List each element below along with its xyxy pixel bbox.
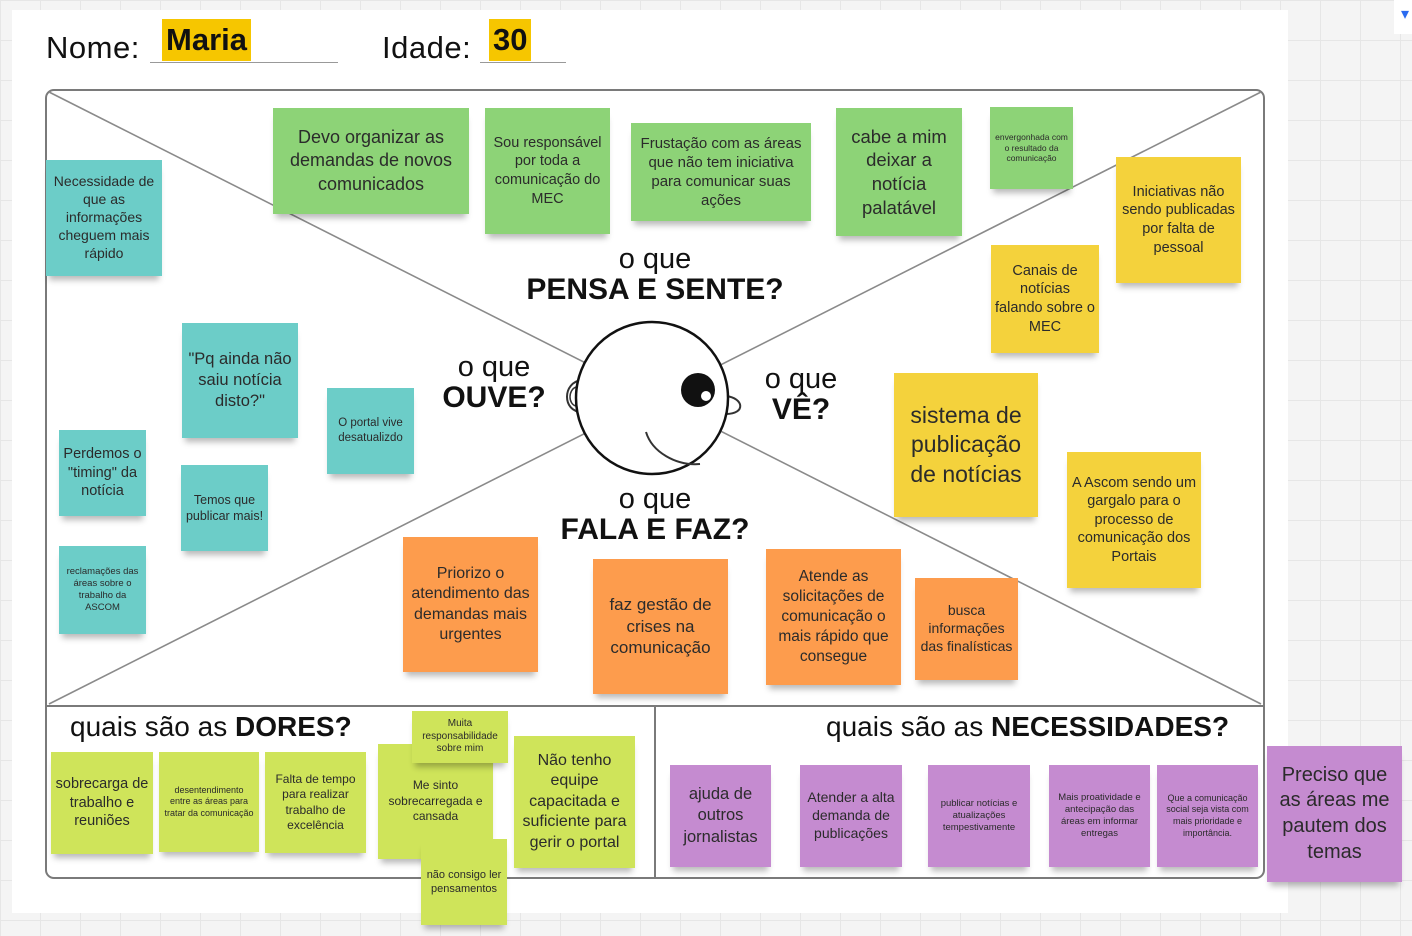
name-value[interactable]: Maria: [162, 19, 251, 61]
sticky-note[interactable]: Atende as solicitações de comunicação o …: [766, 549, 901, 685]
sticky-note[interactable]: A Ascom sendo um gargalo para o processo…: [1067, 452, 1201, 588]
section-pains-prefix: quais são as: [70, 711, 235, 742]
section-needs-title: quais são as NECESSIDADES?: [826, 711, 1229, 743]
sticky-note[interactable]: Não tenho equipe capacitada e suficiente…: [514, 736, 635, 868]
sticky-note[interactable]: Que a comunicação social seja vista com …: [1157, 765, 1258, 867]
sticky-note[interactable]: Preciso que as áreas me pautem dos temas: [1267, 746, 1402, 882]
sticky-note[interactable]: Mais proatividade e antecipação das área…: [1049, 765, 1150, 867]
section-pains-bold: DORES?: [235, 711, 352, 742]
sticky-note[interactable]: cabe a mim deixar a notícia palatável: [836, 108, 962, 236]
sticky-note[interactable]: reclamações das áreas sobre o trabalho d…: [59, 546, 146, 634]
question-hears-big: OUVE?: [442, 381, 546, 415]
sticky-note[interactable]: Iniciativas não sendo publicadas por fal…: [1116, 157, 1241, 283]
edge-widget[interactable]: ▾: [1394, 0, 1412, 34]
question-hears: o que OUVE?: [436, 352, 552, 414]
question-sees: o que VÊ?: [752, 364, 850, 426]
sticky-note[interactable]: sistema de publicação de notícias: [894, 373, 1038, 517]
sticky-note[interactable]: Frustação com as áreas que não tem inici…: [631, 123, 811, 221]
sticky-note[interactable]: não consigo ler pensamentos: [421, 839, 507, 925]
question-says-small: o que: [618, 483, 692, 515]
question-thinks-big: PENSA E SENTE?: [526, 273, 784, 307]
sticky-note[interactable]: Temos que publicar mais!: [181, 465, 268, 551]
section-pains-title: quais são as DORES?: [70, 711, 352, 743]
sticky-note[interactable]: Priorizo o atendimento das demandas mais…: [403, 537, 538, 672]
name-underline: [150, 62, 338, 63]
age-label: Idade:: [382, 30, 472, 65]
sticky-note[interactable]: Sou responsável por toda a comunicação d…: [485, 108, 610, 234]
question-says: o que FALA E FAZ?: [556, 484, 754, 546]
sticky-note[interactable]: sobrecarga de trabalho e reuniões: [51, 752, 153, 854]
sticky-note[interactable]: Devo organizar as demandas de novos comu…: [273, 108, 469, 214]
edge-widget-glyph: ▾: [1400, 6, 1409, 23]
sticky-note[interactable]: Muita responsabilidade sobre mim: [412, 711, 508, 763]
section-needs-prefix: quais são as: [826, 711, 991, 742]
sticky-note[interactable]: O portal vive desatualizdo: [327, 388, 414, 474]
sticky-note[interactable]: "Pq ainda não saiu notícia disto?": [182, 323, 298, 438]
section-needs-bold: NECESSIDADES?: [991, 711, 1230, 742]
sticky-note[interactable]: Perdemos o "timing" da notícia: [59, 430, 146, 516]
question-hears-small: o que: [457, 351, 531, 383]
age-value[interactable]: 30: [489, 19, 532, 61]
sticky-note[interactable]: Atender a alta demanda de publicações: [800, 765, 902, 867]
age-underline: [480, 62, 566, 63]
sticky-note[interactable]: ajuda de outros jornalistas: [670, 765, 771, 867]
sticky-note[interactable]: faz gestão de crises na comunicação: [593, 559, 728, 694]
question-thinks-small: o que: [618, 243, 692, 275]
sticky-note[interactable]: publicar notícias e atualizações tempest…: [928, 765, 1030, 867]
question-says-big: FALA E FAZ?: [560, 513, 750, 547]
sticky-note[interactable]: desentendimento entre as áreas para trat…: [159, 752, 259, 852]
question-sees-big: VÊ?: [771, 393, 831, 427]
question-thinks: o que PENSA E SENTE?: [520, 244, 790, 306]
sticky-note[interactable]: Canais de notícias falando sobre o MEC: [991, 245, 1099, 353]
question-sees-small: o que: [764, 363, 838, 395]
name-label: Nome:: [46, 30, 140, 65]
sticky-note[interactable]: Necessidade de que as informações chegue…: [46, 160, 162, 276]
sticky-note[interactable]: Falta de tempo para realizar trabalho de…: [265, 752, 366, 853]
sticky-note[interactable]: busca informações das finalísticas: [915, 578, 1018, 680]
sticky-note[interactable]: envergonhada com o resultado da comunica…: [990, 107, 1073, 189]
